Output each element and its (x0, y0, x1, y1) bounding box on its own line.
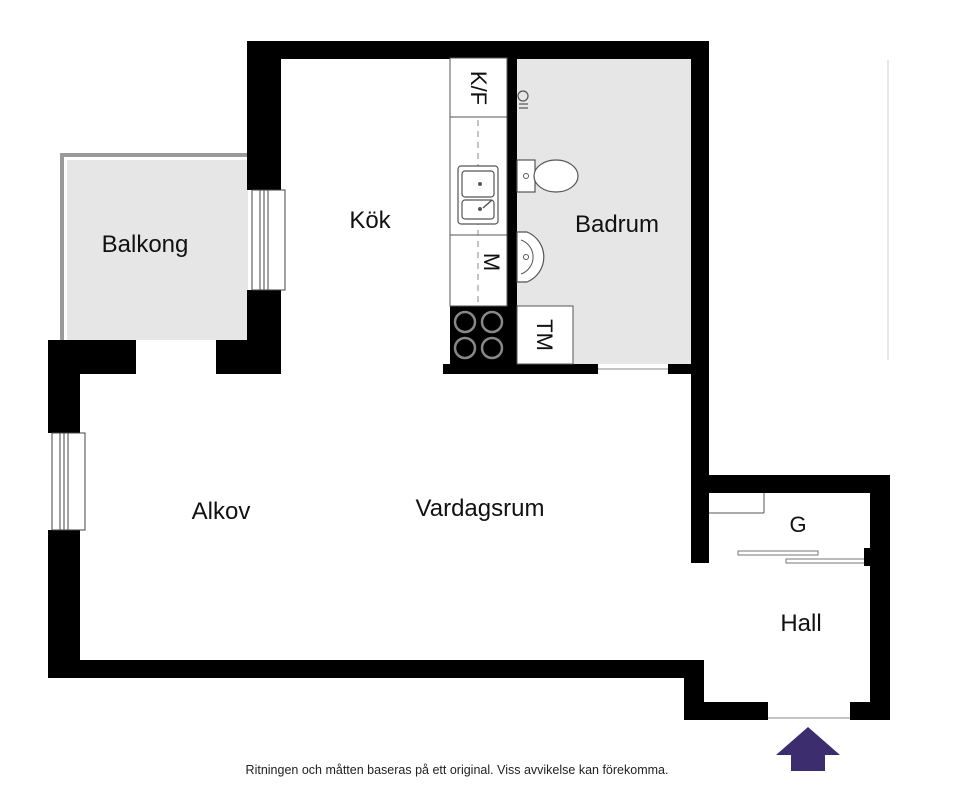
dishwasher-label: M (479, 253, 504, 271)
room-label-badrum: Badrum (575, 211, 659, 238)
room-label-kok: Kök (349, 207, 391, 234)
window-alkov (51, 432, 86, 531)
balcony (60, 153, 248, 340)
tap-icon (517, 90, 529, 109)
balcony-floor (67, 160, 248, 340)
wardrobe (709, 493, 870, 566)
window-balcony (251, 189, 286, 291)
toilet-icon (516, 159, 579, 193)
washer-label: TM (532, 319, 557, 351)
fridge-label: K/F (466, 71, 491, 105)
walls (48, 41, 890, 720)
wardrobe-label: G (789, 512, 806, 537)
washing-machine (516, 305, 574, 365)
entrance-arrow-icon (776, 727, 840, 771)
room-label-alkov: Alkov (192, 498, 251, 525)
stove-icon (453, 310, 504, 360)
footer-disclaimer: Ritningen och måtten baseras på ett orig… (246, 763, 669, 777)
room-label-vardagsrum: Vardagsrum (416, 495, 545, 522)
kitchen-sink-icon (457, 165, 499, 225)
washbasin-icon (516, 231, 545, 283)
room-label-hall: Hall (780, 610, 821, 637)
room-label-balkong: Balkong (102, 231, 189, 258)
